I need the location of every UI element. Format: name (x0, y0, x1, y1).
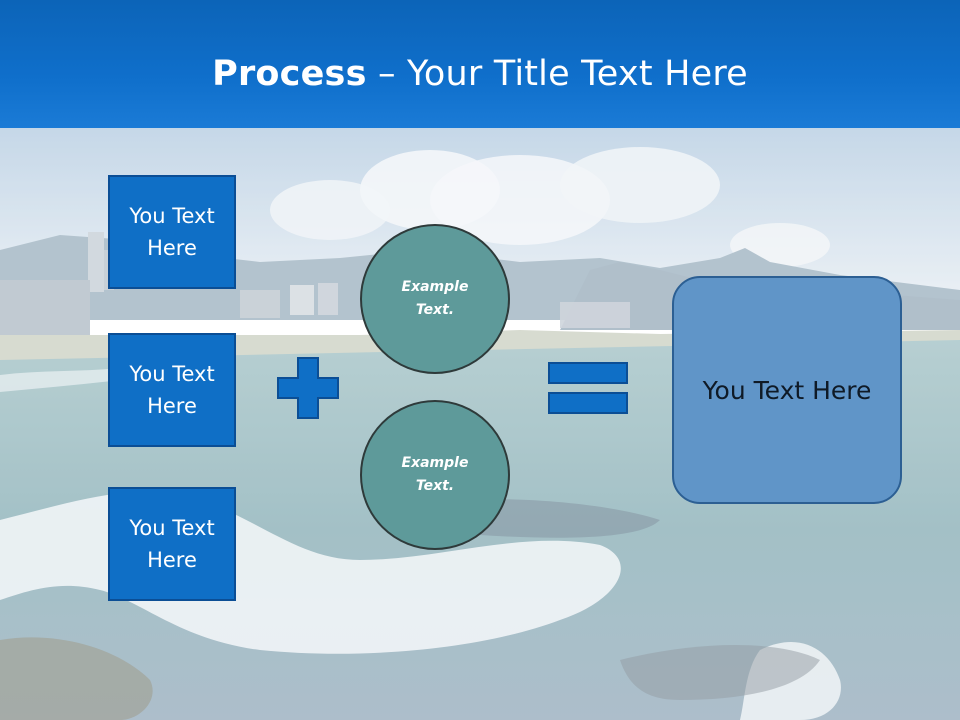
title-bold: Process (212, 54, 367, 94)
left-text-box-3[interactable]: You Text Here (108, 487, 236, 601)
left-text-box-1-label: You Text Here (129, 200, 214, 264)
left-box-3-line2: Here (147, 548, 197, 572)
example-circle-2-label: Example Text. (402, 452, 469, 498)
result-text-box[interactable]: You Text Here (672, 276, 902, 504)
left-text-box-1[interactable]: You Text Here (108, 175, 236, 289)
left-box-2-line2: Here (147, 394, 197, 418)
left-text-box-2-label: You Text Here (129, 358, 214, 422)
example-circle-1[interactable]: Example Text. (360, 224, 510, 374)
equals-icon (548, 362, 628, 414)
circle-2-line1: Example (401, 455, 469, 471)
example-circle-1-label: Example Text. (402, 276, 469, 322)
result-text: You Text Here (702, 375, 872, 405)
plus-icon (276, 356, 340, 420)
circle-2-line2: Text. (415, 478, 455, 494)
left-box-3-line1: You Text (129, 516, 215, 540)
circle-1-line2: Text. (415, 302, 455, 318)
example-circle-2[interactable]: Example Text. (360, 400, 510, 550)
title-rest: – Your Title Text Here (366, 54, 748, 94)
left-box-1-line2: Here (147, 236, 197, 260)
left-box-1-line1: You Text (129, 204, 215, 228)
left-text-box-3-label: You Text Here (129, 512, 214, 576)
slide-title: Process – Your Title Text Here (0, 52, 960, 96)
circle-1-line1: Example (401, 279, 469, 295)
left-text-box-2[interactable]: You Text Here (108, 333, 236, 447)
header-bar (0, 0, 960, 128)
left-box-2-line1: You Text (129, 362, 215, 386)
